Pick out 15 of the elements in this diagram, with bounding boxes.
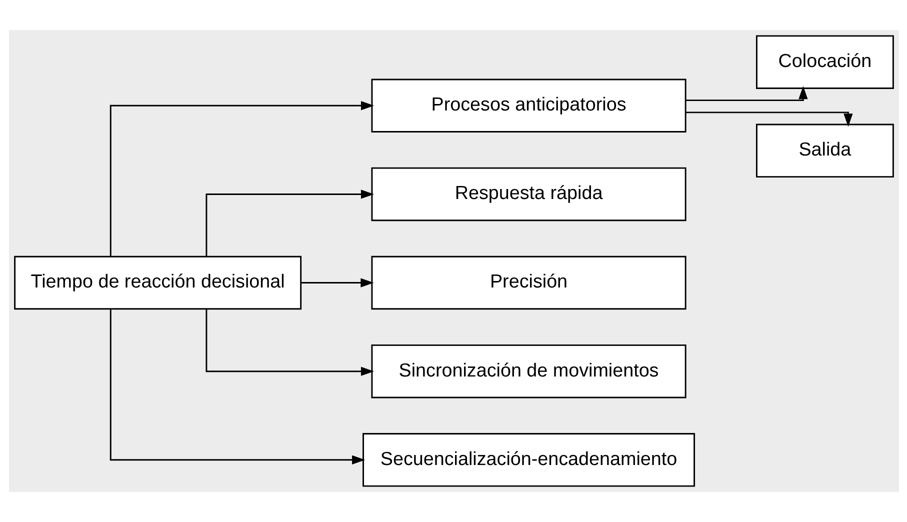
node-box: Precisión	[370, 256, 686, 310]
arrow	[300, 278, 374, 288]
arrow	[685, 86, 808, 102]
arrow	[205, 309, 374, 376]
node-box: Sincronización de movimientos	[370, 344, 686, 398]
node-box: Secuencialización-encadenamiento	[362, 433, 694, 487]
arrow	[205, 190, 374, 256]
arrow	[109, 101, 374, 257]
arrow	[109, 308, 365, 464]
node-box: Colocación	[756, 35, 894, 89]
node-box: Respuesta rápida	[370, 167, 686, 222]
arrow	[685, 112, 852, 127]
node-box: Tiempo de reacción decisional	[14, 256, 302, 310]
node-box: Procesos anticipatorios	[370, 78, 686, 132]
node-box: Salida	[756, 124, 894, 178]
